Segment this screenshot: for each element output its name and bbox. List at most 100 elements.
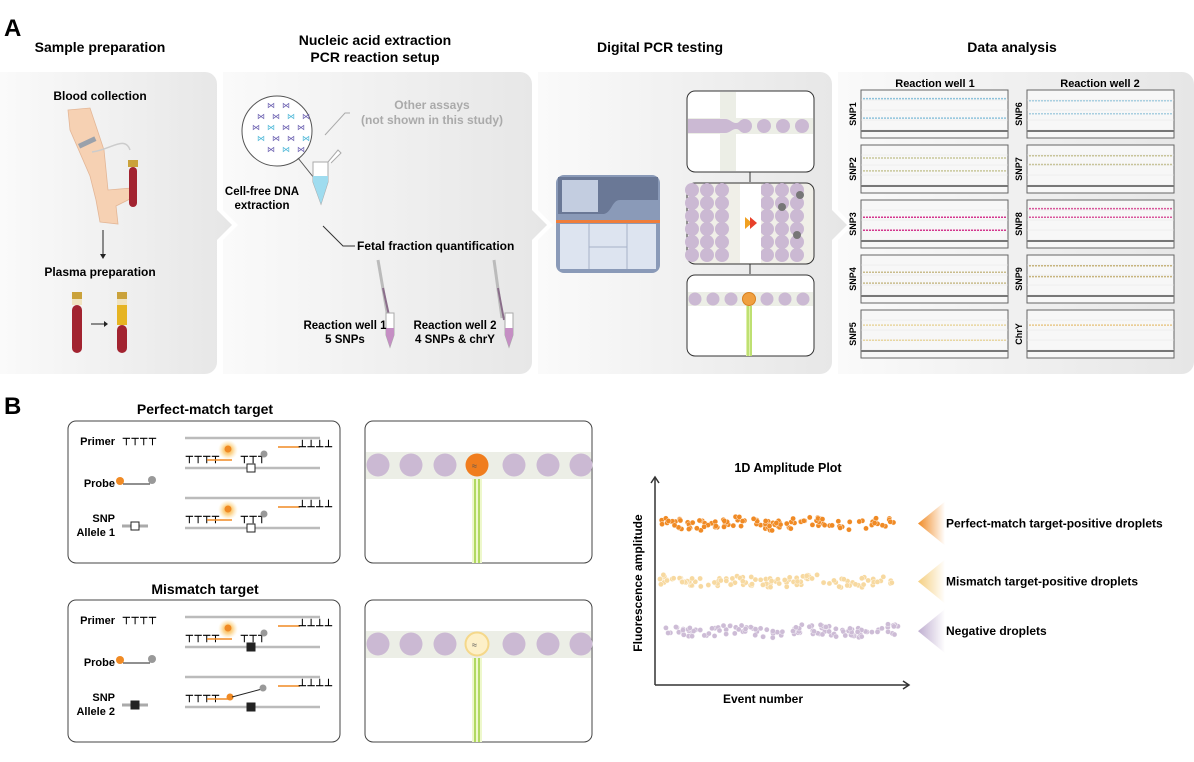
data-point bbox=[781, 577, 788, 583]
data-point bbox=[680, 632, 687, 638]
plot-label: SNP4 bbox=[848, 267, 858, 291]
snp-label: SNP bbox=[92, 692, 115, 704]
data-point bbox=[788, 525, 794, 532]
droplet bbox=[790, 196, 804, 210]
data-point bbox=[760, 582, 766, 588]
data-point bbox=[783, 520, 790, 527]
extraction-tube bbox=[312, 149, 342, 206]
other-assays-label-2: (not shown in this study) bbox=[361, 113, 503, 127]
plasma-tubes bbox=[72, 292, 127, 353]
snp-target-icon bbox=[246, 523, 256, 533]
data-point bbox=[859, 575, 865, 582]
svg-text:⊤⊤⊤: ⊤⊤⊤ bbox=[240, 455, 266, 466]
allele-label: Allele 2 bbox=[76, 706, 115, 718]
data-point bbox=[679, 579, 686, 585]
quencher-icon bbox=[148, 655, 156, 663]
reverse-primer-icon: ⊥⊥⊥⊥ bbox=[298, 439, 333, 450]
data-point bbox=[829, 522, 835, 529]
probe-label: Probe bbox=[84, 657, 115, 669]
dna-icon: ⋈ bbox=[267, 123, 275, 132]
data-point bbox=[879, 625, 885, 632]
data-point bbox=[720, 622, 727, 629]
data-point bbox=[819, 516, 826, 522]
data-point bbox=[757, 577, 764, 583]
amplitude-mini-plot: SNP2 bbox=[848, 144, 1009, 194]
dna-icon: ⋈ bbox=[282, 123, 290, 132]
droplet bbox=[778, 292, 792, 306]
analysis-col1-label: Reaction well 1 bbox=[895, 78, 974, 90]
droplet bbox=[433, 632, 457, 656]
data-point bbox=[735, 626, 742, 633]
data-point bbox=[752, 632, 758, 638]
data-point bbox=[770, 628, 776, 634]
dna-icon: ⋈ bbox=[297, 123, 305, 132]
amplified-dna-icon bbox=[796, 191, 804, 199]
droplet bbox=[366, 632, 390, 656]
data-point bbox=[686, 526, 692, 532]
data-point bbox=[835, 518, 842, 525]
data-point bbox=[786, 574, 793, 581]
data-point bbox=[817, 622, 824, 628]
other-assays-arrow bbox=[324, 112, 350, 136]
primer-icon: ⊤⊤⊤⊤ bbox=[122, 616, 157, 627]
dna-icon: ⋈ bbox=[272, 112, 280, 121]
droplet bbox=[700, 222, 714, 236]
data-point bbox=[742, 626, 749, 632]
droplet bbox=[569, 632, 593, 656]
mismatch-detection-box: ≈ bbox=[364, 599, 593, 743]
droplet bbox=[790, 209, 804, 223]
data-point bbox=[844, 582, 851, 589]
data-point bbox=[869, 629, 875, 635]
data-point bbox=[858, 633, 865, 640]
data-point bbox=[738, 523, 744, 529]
droplet bbox=[700, 248, 714, 262]
data-point bbox=[736, 514, 743, 520]
thermocycling-box bbox=[685, 182, 815, 265]
data-point bbox=[769, 634, 776, 641]
allele-label: Allele 1 bbox=[76, 527, 115, 539]
data-point bbox=[760, 633, 766, 640]
plot-label: ChrY bbox=[1014, 323, 1024, 345]
dna-icon: ⋈ bbox=[302, 134, 310, 143]
dna-icon: ≈ bbox=[472, 640, 477, 650]
droplet bbox=[760, 222, 774, 236]
data-point bbox=[823, 624, 829, 630]
droplet bbox=[715, 222, 729, 236]
data-point bbox=[727, 623, 733, 629]
blood-collection-label: Blood collection bbox=[53, 89, 146, 103]
droplet bbox=[760, 183, 774, 197]
dna-icon: ⋈ bbox=[302, 112, 310, 121]
stage-title-extraction-2: PCR reaction setup bbox=[310, 49, 439, 65]
data-point bbox=[673, 624, 679, 630]
data-point bbox=[709, 625, 715, 632]
data-point bbox=[718, 577, 724, 584]
fluorophore-icon bbox=[116, 477, 124, 485]
plasma-preparation-label: Plasma preparation bbox=[44, 265, 155, 279]
data-point bbox=[670, 575, 677, 582]
data-point bbox=[757, 625, 764, 632]
well2-label-1: Reaction well 2 bbox=[413, 320, 496, 332]
well2-label-2: 4 SNPs & chrY bbox=[415, 334, 495, 346]
data-point bbox=[739, 518, 746, 524]
droplet bbox=[502, 632, 526, 656]
x-axis-label: Event number bbox=[723, 692, 803, 706]
plot-label: SNP3 bbox=[848, 212, 858, 236]
data-point bbox=[879, 522, 886, 529]
cfdna-label-1: Cell-free DNA bbox=[225, 186, 299, 198]
data-point bbox=[793, 624, 799, 631]
reverse-primer-icon: ⊥⊥⊥⊥ bbox=[298, 499, 333, 510]
legend-marker bbox=[918, 609, 945, 654]
primer-label: Primer bbox=[80, 436, 116, 448]
droplet bbox=[715, 209, 729, 223]
plot-label: SNP5 bbox=[848, 322, 858, 346]
data-point bbox=[871, 520, 878, 526]
snp-label: SNP bbox=[92, 513, 115, 525]
data-point bbox=[762, 518, 769, 524]
data-point bbox=[687, 625, 693, 631]
data-point bbox=[806, 623, 813, 630]
data-point bbox=[740, 578, 746, 585]
fetal-fraction-label: Fetal fraction quantification bbox=[357, 239, 514, 253]
dna-icon: ≈ bbox=[472, 461, 477, 471]
